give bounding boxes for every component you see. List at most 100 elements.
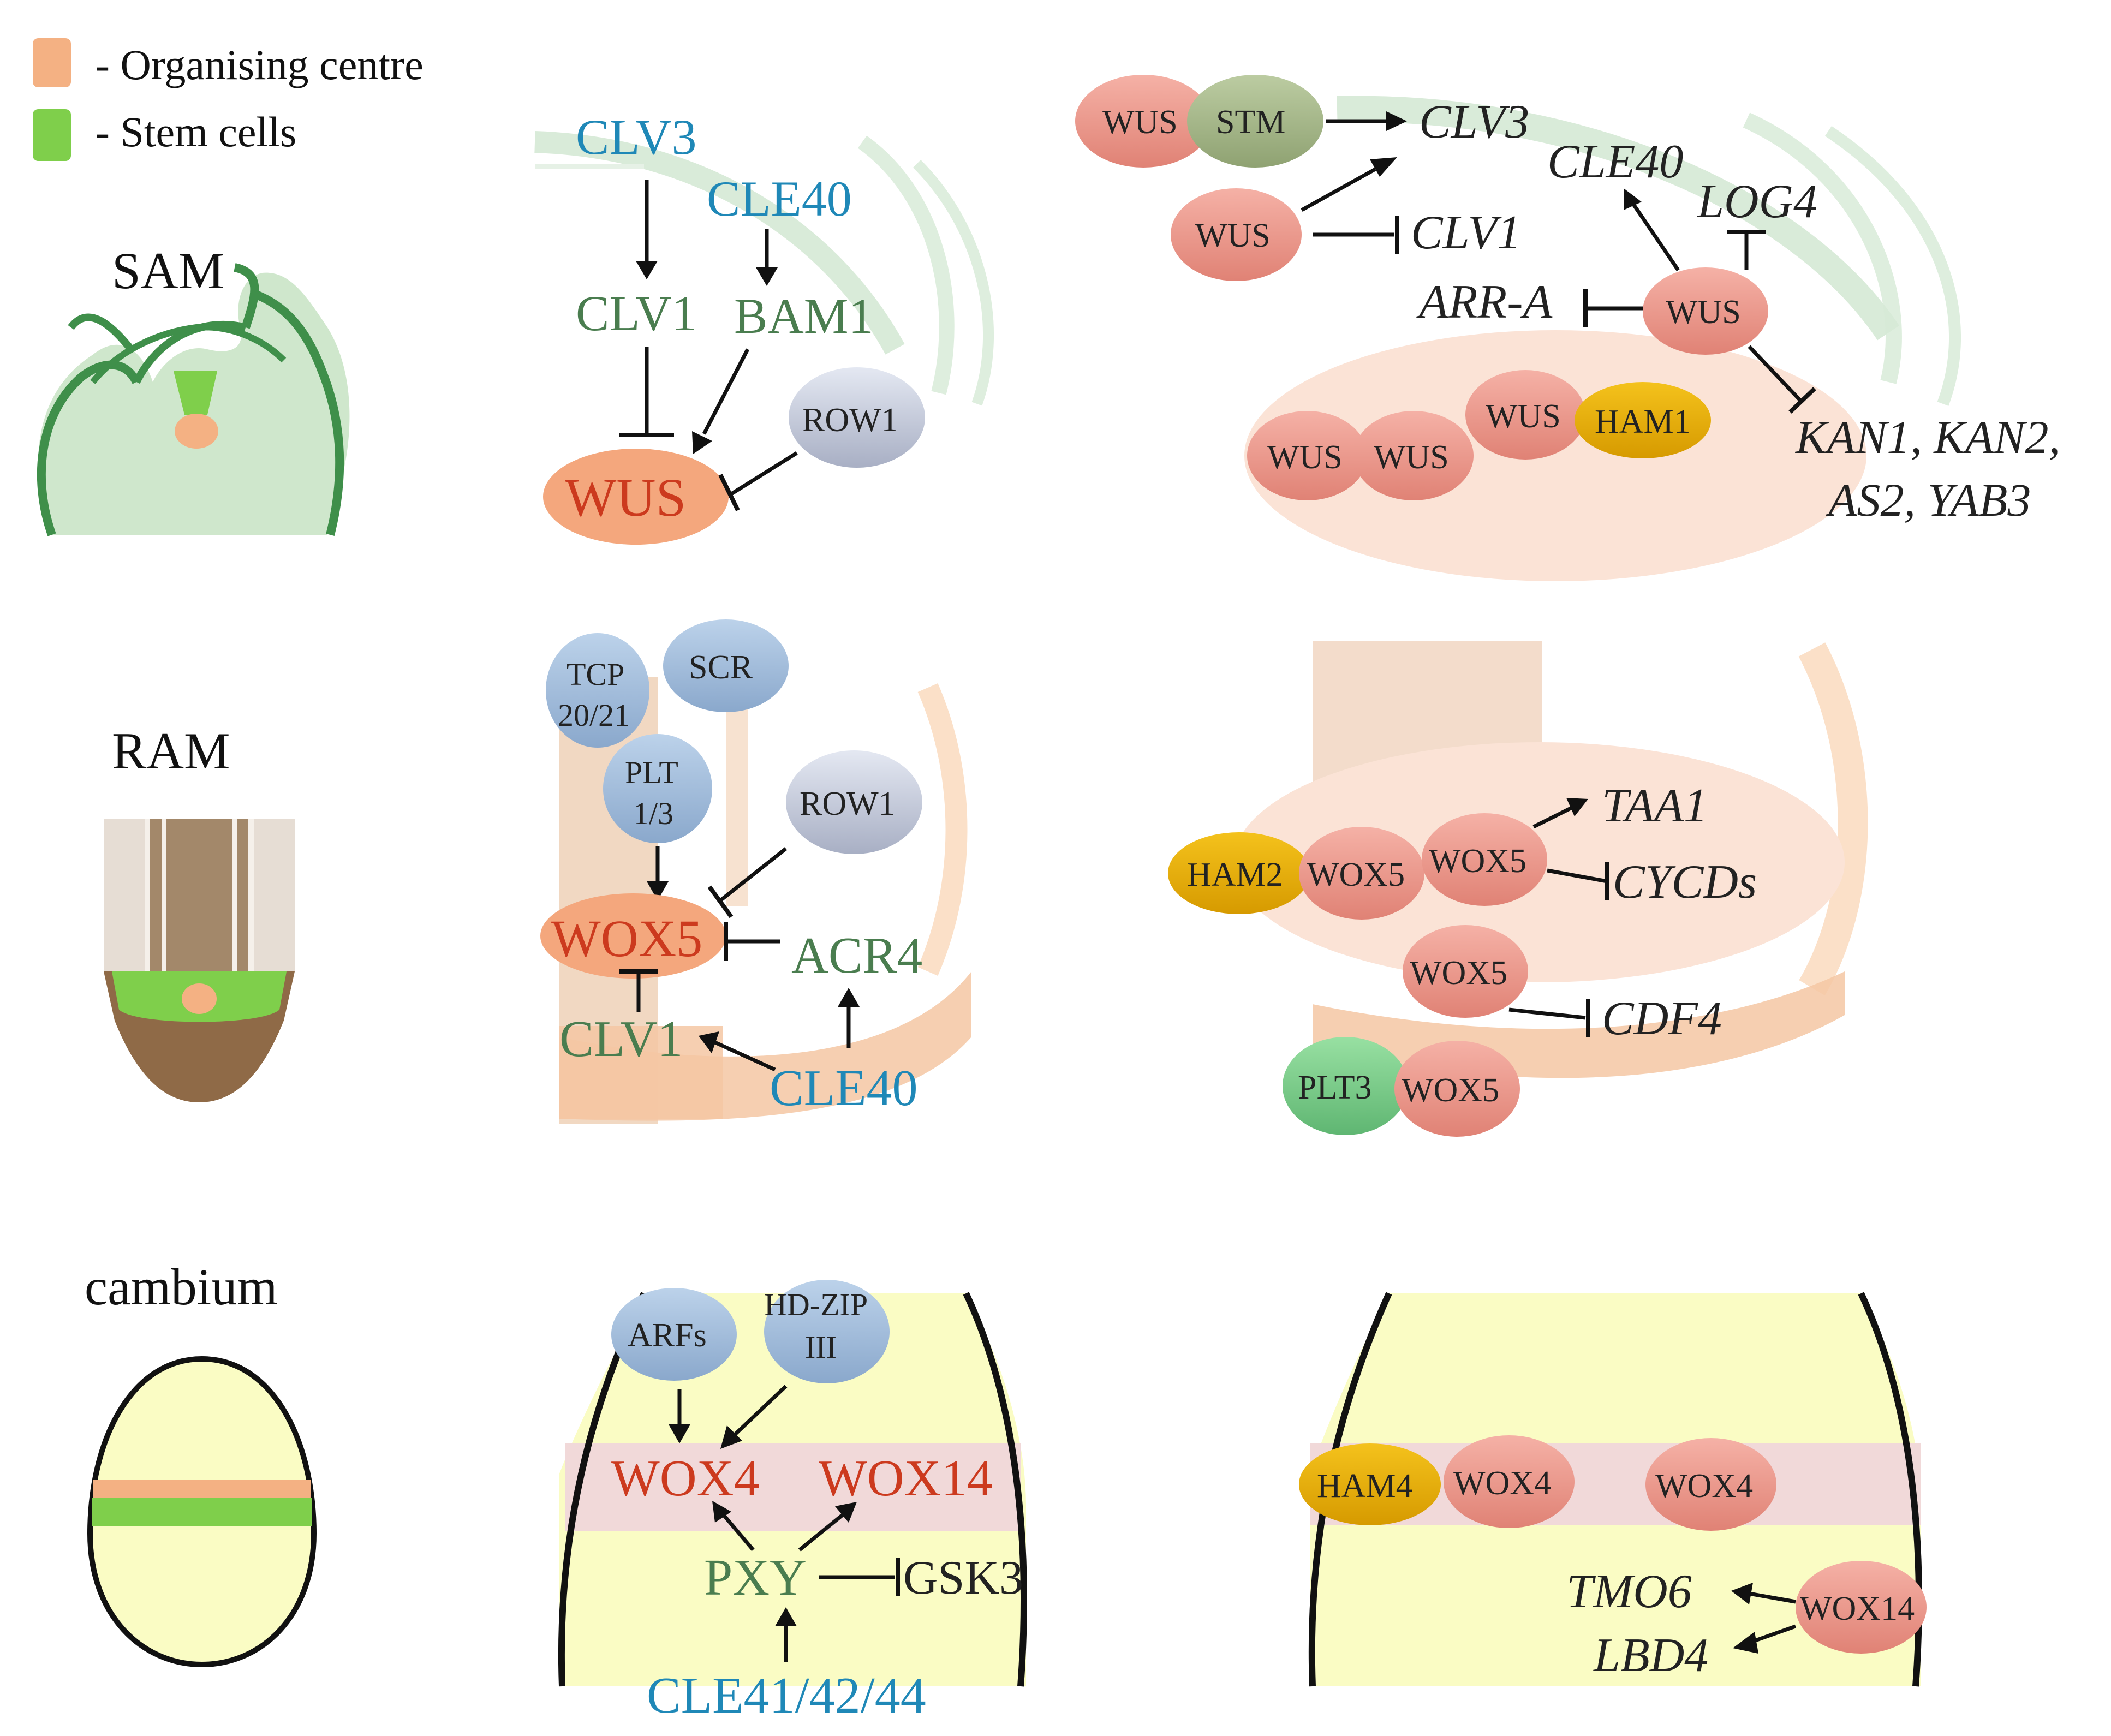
sam-stm-protein-label: STM	[1216, 104, 1285, 141]
sam-clv3-target: CLV3	[1419, 96, 1529, 148]
sam-ham1-protein-label: HAM1	[1595, 403, 1691, 440]
ram-wox5-node	[540, 893, 726, 979]
ram-plt-label-2: 1/3	[633, 796, 673, 831]
ram-plt3-label: PLT3	[1298, 1069, 1372, 1106]
camb-lbd4-target: LBD4	[1593, 1629, 1708, 1682]
camb-wox4-label: WOX4	[611, 1450, 760, 1507]
sam-wus-protein-6-label: WUS	[1486, 398, 1561, 435]
camb-arfs-protein	[611, 1288, 737, 1381]
ram-acr4-label: ACR4	[791, 927, 922, 984]
ram-clv1-label: CLV1	[559, 1011, 683, 1067]
sam-wus-label: WUS	[565, 467, 686, 528]
legend-label-organising-centre: - Organising centre	[96, 41, 424, 88]
ram-row1-protein	[786, 750, 922, 854]
sam-cle40-target: CLE40	[1547, 135, 1683, 188]
legend-swatch-organising-centre	[33, 38, 71, 87]
camb-wox14-label: WOX14	[819, 1450, 993, 1507]
ram-cdf4-target: CDF4	[1602, 992, 1722, 1045]
camb-ham4-protein	[1299, 1443, 1441, 1525]
camb-wox4-protein-1-label: WOX4	[1453, 1465, 1551, 1502]
ram-icon	[104, 819, 295, 1102]
camb-arfs-label: ARFs	[628, 1317, 707, 1354]
ram-wox5-protein-4	[1394, 1041, 1520, 1137]
camb-wox4-protein-1	[1444, 1435, 1575, 1528]
ram-wox5-protein-3-label: WOX5	[1410, 954, 1507, 992]
camb-ham4-label: HAM4	[1317, 1467, 1413, 1505]
camb-gsk3-label: GSK3	[903, 1552, 1023, 1604]
cambium-pathway-panel: ARFs HD-ZIP III WOX4 WOX14 PXY GSK3 CLE4…	[558, 1280, 1027, 1724]
sam-wus-protein-4-label: WUS	[1267, 439, 1343, 476]
sam-organising-centre-bg	[1244, 330, 1866, 581]
ram-scr-protein	[663, 619, 789, 712]
ram-tcp-protein	[546, 633, 649, 748]
sam-wus-protein-3-label: WUS	[1666, 294, 1741, 331]
sam-stm-protein	[1187, 75, 1323, 168]
sam-clv3-label: CLV3	[576, 109, 697, 165]
camb-wox14-protein-label: WOX14	[1800, 1590, 1915, 1627]
legend: - Organising centre - Stem cells	[33, 38, 424, 161]
ram-wox5-label: WOX5	[551, 909, 702, 968]
ram-pathway-panel: TCP 20/21 SCR PLT 1/3 ROW1 WOX5 ACR4 CLV…	[540, 619, 971, 1124]
sam-ham1-protein	[1575, 382, 1711, 458]
sam-log4-target: LOG4	[1696, 175, 1817, 228]
sam-icon	[37, 263, 350, 536]
ram-wox5-protein-1-label: WOX5	[1307, 856, 1405, 893]
ram-taa1-target: TAA1	[1602, 779, 1708, 832]
sam-wus-protein-1	[1075, 75, 1212, 168]
sam-organising-centre	[175, 414, 218, 449]
sam-clv1-target: CLV1	[1411, 206, 1521, 259]
ram-wox5-protein-1	[1299, 827, 1424, 920]
ram-scr-label: SCR	[689, 649, 753, 686]
sam-bam1-label: BAM1	[734, 288, 874, 344]
camb-wox4-protein-2	[1645, 1438, 1776, 1531]
legend-swatch-stem-cells	[33, 109, 71, 161]
ram-wox5-protein-2-label: WOX5	[1429, 843, 1526, 880]
sam-wus-protein-6	[1465, 370, 1585, 460]
sam-targets-panel: WUS STM CLV3 CLE40 WUS CLV1 LOG4 WUS ARR…	[1075, 75, 2060, 581]
sam-arra-target: ARR-A	[1416, 276, 1553, 329]
cambium-targets-panel: HAM4 WOX4 WOX4 WOX14 TMO6 LBD4	[1299, 1292, 1927, 1687]
ram-row1-label: ROW1	[800, 785, 896, 822]
camb-hdzip-label-2: III	[805, 1329, 837, 1365]
ram-plt-protein	[603, 734, 712, 843]
sam-clv1-label: CLV1	[576, 285, 697, 341]
sam-wus-node	[543, 449, 729, 545]
row-label-ram: RAM	[112, 722, 230, 780]
row-label-sam: SAM	[112, 242, 224, 300]
camb-wox4-protein-2-label: WOX4	[1655, 1467, 1753, 1505]
sam-wus-protein-2	[1171, 188, 1302, 281]
ram-tcp-label-1: TCP	[566, 657, 624, 692]
sam-wus-protein-1-label: WUS	[1102, 104, 1178, 141]
sam-wus-protein-3	[1643, 267, 1768, 355]
ram-ham2-protein	[1168, 832, 1310, 914]
sam-wus-protein-5-label: WUS	[1374, 439, 1449, 476]
ram-organising-centre	[182, 983, 217, 1014]
ram-cle40-label: CLE40	[770, 1060, 918, 1117]
sam-row1-node	[789, 367, 925, 468]
camb-wox14-protein	[1796, 1561, 1927, 1654]
ram-wox5-protein-2	[1422, 813, 1547, 906]
camb-cle41-label: CLE41/42/44	[647, 1667, 926, 1724]
camb-hdzip-label-1: HD-ZIP	[764, 1287, 868, 1322]
ram-targets-panel: HAM2 WOX5 WOX5 TAA1 CYCDs WOX5 CDF4 PLT3…	[1168, 641, 1868, 1137]
camb-pxy-label: PXY	[704, 1549, 807, 1606]
cambium-icon	[87, 1356, 317, 1668]
ram-tcp-label-2: 20/21	[558, 697, 630, 733]
camb-tmo6-target: TMO6	[1566, 1565, 1692, 1618]
ram-plt3-protein	[1283, 1037, 1408, 1135]
sam-kan-target: KAN1, KAN2,	[1794, 411, 2060, 463]
sam-as2-target: AS2, YAB3	[1826, 474, 2031, 526]
ram-ham2-label: HAM2	[1187, 856, 1283, 893]
ram-wox5-protein-4-label: WOX5	[1402, 1072, 1499, 1109]
sam-pathway-panel: CLV3 CLE40 CLV1 BAM1 WUS ROW1	[534, 109, 994, 545]
row-label-cambium: cambium	[85, 1258, 278, 1316]
sam-wus-protein-5	[1353, 411, 1474, 500]
sam-row1-label: ROW1	[802, 402, 898, 439]
ram-plt-label-1: PLT	[625, 755, 678, 790]
ram-wox5-protein-3	[1403, 925, 1528, 1018]
camb-hdzip-protein	[764, 1280, 890, 1383]
ram-cycds-target: CYCDs	[1613, 856, 1757, 909]
sam-wus-protein-4	[1247, 411, 1367, 500]
sam-wus-protein-2-label: WUS	[1195, 217, 1271, 254]
